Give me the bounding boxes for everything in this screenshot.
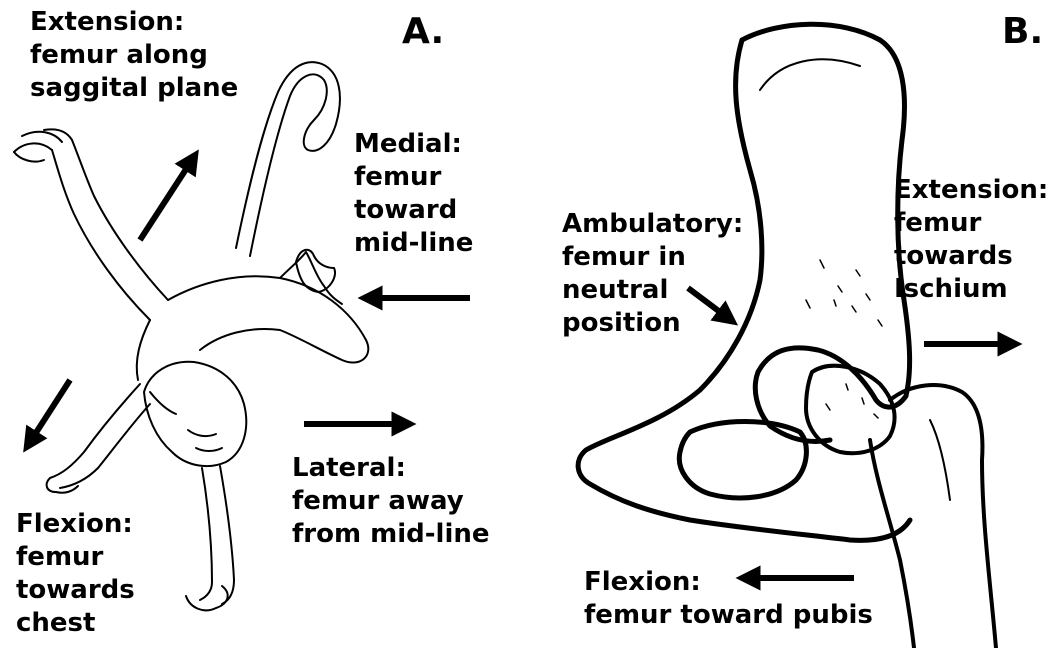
label-medial: Medial: femur toward mid-line xyxy=(354,128,473,260)
label-flexion-a: Flexion: femur towards chest xyxy=(16,508,135,640)
label-extension-b: Extension: femur towards Ischium xyxy=(894,174,1048,306)
label-flexion-b: Flexion: femur toward pubis xyxy=(584,566,873,632)
arrow-extension xyxy=(140,160,192,240)
label-ambulatory: Ambulatory: femur in neutral position xyxy=(562,208,743,340)
panel-label-a: A. xyxy=(402,14,444,50)
label-extension-a: Extension: femur along saggital plane xyxy=(30,6,238,105)
label-lateral: Lateral: femur away from mid-line xyxy=(292,452,490,551)
panel-label-b: B. xyxy=(1002,14,1043,50)
arrow-flexion xyxy=(30,380,70,442)
